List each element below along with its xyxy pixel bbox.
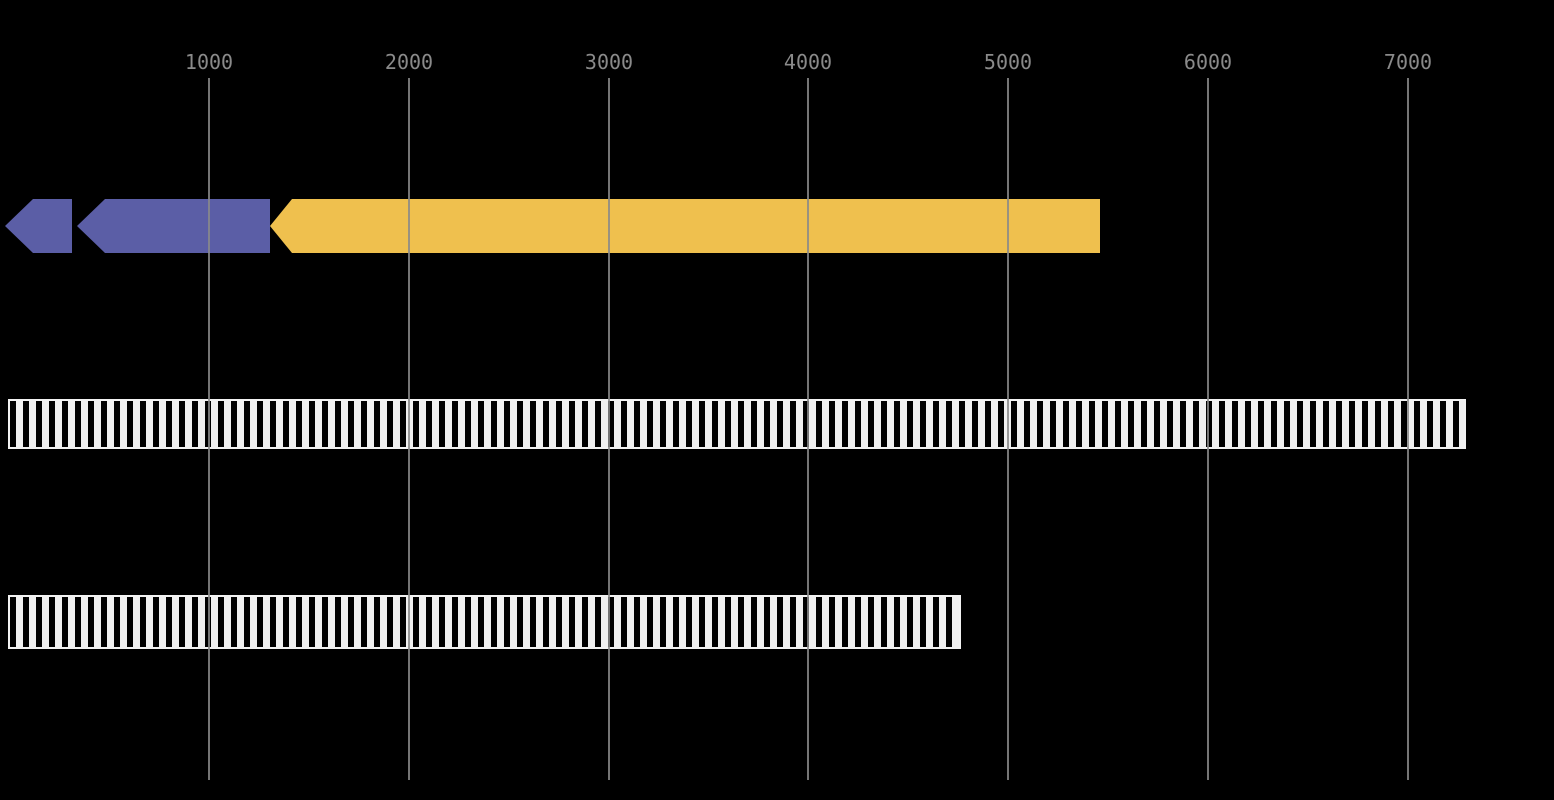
- axis-tick-label: 7000: [1383, 50, 1433, 74]
- arrow-shape: [77, 199, 270, 253]
- arrow-shape: [270, 199, 1100, 253]
- axis-tick-label: 6000: [1183, 50, 1233, 74]
- arrow-track: [0, 199, 1554, 253]
- axis-tick-label: 3000: [584, 50, 634, 74]
- axis-tick-label: 4000: [783, 50, 833, 74]
- axis-tick-label: 5000: [983, 50, 1033, 74]
- hatched-feature-feature-5[interactable]: [8, 595, 961, 649]
- hatched-feature-feature-4[interactable]: [8, 399, 1466, 449]
- axis-tick-label: 1000: [184, 50, 234, 74]
- axis-tick-label: 2000: [384, 50, 434, 74]
- hatch-track-2: [0, 595, 1554, 649]
- gene-arrow-feature-3[interactable]: [270, 199, 1100, 253]
- arrow-shape: [5, 199, 72, 253]
- hatch-track-1: [0, 399, 1554, 449]
- gene-arrow-feature-1[interactable]: [5, 199, 72, 253]
- gene-arrow-feature-2[interactable]: [77, 199, 270, 253]
